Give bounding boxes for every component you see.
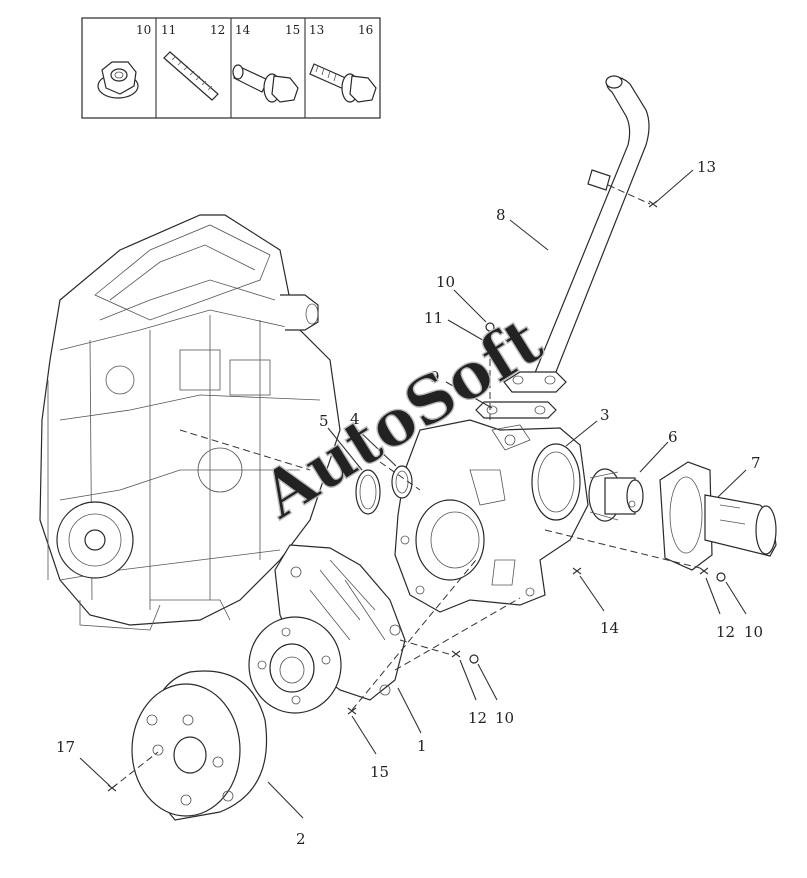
box-label-14: 14 bbox=[235, 23, 251, 37]
box-label-15: 15 bbox=[285, 23, 300, 37]
callout-13: 13 bbox=[697, 158, 716, 176]
callout-2: 2 bbox=[296, 830, 306, 848]
callout-9: 9 bbox=[430, 368, 440, 386]
callout-14: 14 bbox=[600, 619, 619, 637]
engine-block-illustration bbox=[39, 214, 341, 631]
box-label-11: 11 bbox=[161, 23, 176, 37]
assembly-lines bbox=[111, 184, 701, 789]
hardware-markers bbox=[107, 200, 726, 792]
box-label-13: 13 bbox=[309, 23, 324, 37]
o-ring-part-4 bbox=[391, 465, 413, 499]
pump-pulley-part-2 bbox=[131, 670, 268, 821]
callout-labels: 2 1 15 12 10 14 12 10 7 6 3 4 5 9 11 10 … bbox=[56, 158, 763, 848]
callout-10-right: 10 bbox=[744, 623, 763, 641]
callout-1: 1 bbox=[417, 737, 427, 755]
gasket-part-9 bbox=[475, 401, 557, 419]
callout-15: 15 bbox=[370, 763, 389, 781]
callout-7: 7 bbox=[751, 454, 761, 472]
callout-12-lower: 12 bbox=[468, 709, 487, 727]
hardware-key-box: 10 11 12 14 15 13 16 bbox=[81, 17, 381, 119]
box-label-12: 12 bbox=[210, 23, 225, 37]
callout-10-top: 10 bbox=[436, 273, 455, 291]
callout-4: 4 bbox=[350, 410, 360, 428]
stud-icon bbox=[163, 51, 219, 101]
callout-8: 8 bbox=[496, 206, 506, 224]
short-flange-bolt-icon bbox=[232, 64, 299, 103]
water-pump-part-1 bbox=[248, 544, 406, 714]
callout-6: 6 bbox=[668, 428, 678, 446]
box-label-10: 10 bbox=[136, 23, 151, 37]
thermostat-part-6 bbox=[588, 468, 644, 522]
coolant-pipe-part-8 bbox=[503, 75, 650, 393]
box-label-16: 16 bbox=[358, 23, 373, 37]
callout-11: 11 bbox=[424, 309, 443, 327]
callout-10-lower: 10 bbox=[495, 709, 514, 727]
flange-nut-icon bbox=[97, 61, 139, 99]
pump-housing-part-3 bbox=[394, 419, 589, 613]
callout-12-right: 12 bbox=[716, 623, 735, 641]
callout-3: 3 bbox=[600, 406, 610, 424]
callout-5: 5 bbox=[319, 412, 329, 430]
thermostat-cover-part-7 bbox=[659, 461, 777, 571]
callout-17: 17 bbox=[56, 738, 75, 756]
leader-lines bbox=[79, 169, 747, 819]
long-flange-bolt-icon bbox=[309, 63, 377, 103]
